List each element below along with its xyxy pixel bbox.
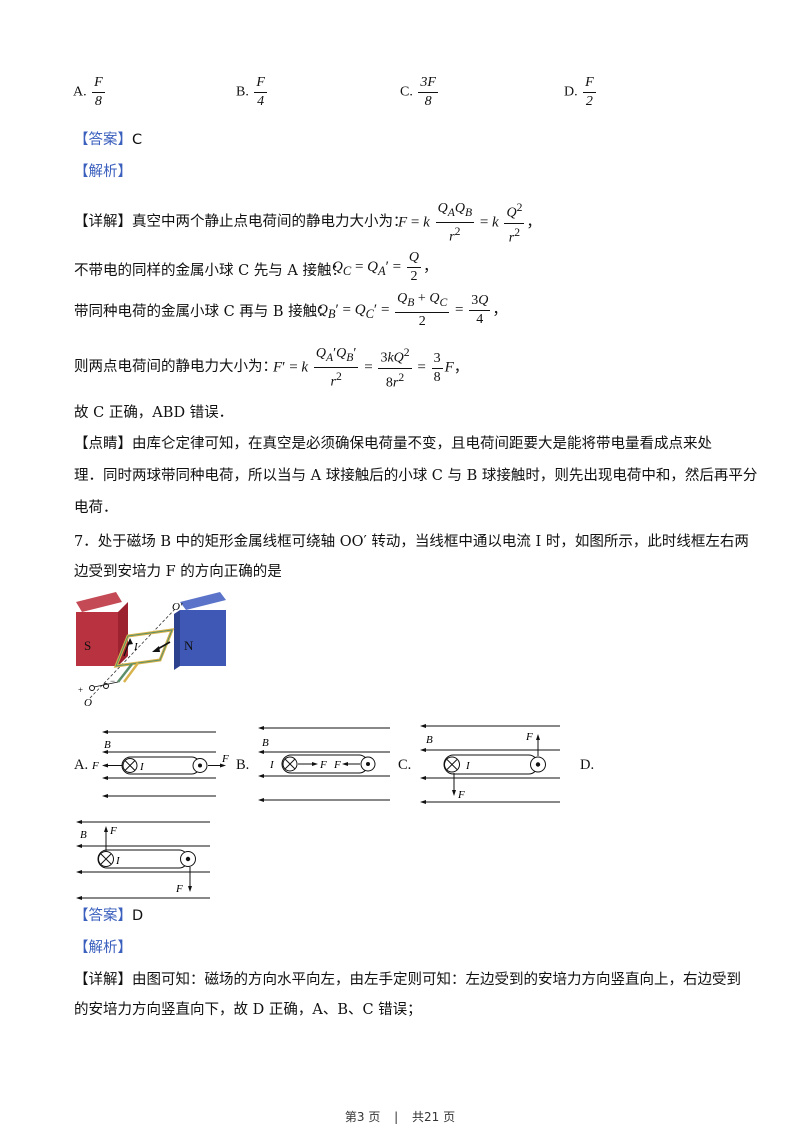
choice-c-label: C. — [398, 757, 412, 773]
magnet-n-top — [180, 592, 226, 610]
option-letter: D. — [564, 84, 578, 100]
field-label: B — [262, 737, 269, 749]
answer-label: 【答案】 — [74, 908, 132, 924]
magnet-s — [76, 612, 118, 666]
choice-a-label: A. — [74, 757, 89, 773]
minus-terminal: − — [110, 676, 115, 686]
choice-b-diagram: B I F F — [258, 726, 390, 802]
current-label: I — [115, 855, 121, 867]
detail-label: 【详解】 — [74, 972, 132, 988]
option-letter: C. — [400, 84, 413, 100]
detail-label: 【详解】 — [74, 214, 132, 230]
answer-value: C — [132, 132, 143, 148]
q6-comment-line3: 电荷． — [74, 500, 118, 516]
option-letter: A. — [73, 84, 87, 100]
force-label: F — [221, 753, 229, 765]
q7-detail-line2: 的安培力方向竖直向下，故 D 正确，A、B、C 错误； — [74, 1002, 422, 1018]
current-label: I — [139, 761, 145, 773]
answer-value: D — [132, 908, 144, 924]
plus-terminal: + — [78, 685, 83, 695]
q6-analysis-label: 【解析】 — [74, 164, 132, 180]
force-label: F — [319, 759, 327, 771]
force-label: F — [333, 759, 341, 771]
choice-b-label: B. — [236, 757, 250, 773]
q7-stem-line1: 7．处于磁场 B 中的矩形金属线框可绕轴 OO′ 转动，当线框中通以电流 I 时… — [74, 534, 749, 550]
comment-label: 【点睛】 — [74, 436, 132, 452]
current-label: I — [465, 760, 471, 772]
detail-text: 由图可知：磁场的方向水平向左，由左手定则可知：左边受到的安培力方向竖直向上，右边… — [132, 972, 741, 988]
magnet-s-label: S — [84, 638, 91, 653]
page-footer: 第3 页 | 共21 页 — [0, 1108, 800, 1125]
detail-text: 真空中两个静止点电荷间的静电力大小为： — [132, 214, 408, 230]
q7-analysis-label: 【解析】 — [74, 940, 132, 956]
force-label: F — [91, 760, 99, 772]
q7-answer: 【答案】D — [74, 906, 143, 926]
q6-answer: 【答案】C — [74, 130, 142, 150]
answer-label: 【答案】 — [74, 132, 132, 148]
force-label: F — [109, 825, 117, 837]
force-label: F — [457, 789, 465, 801]
force-label: F — [175, 883, 183, 895]
q6-detail-line: 【详解】真空中两个静止点电荷间的静电力大小为： — [74, 212, 408, 232]
current-label: I — [133, 641, 139, 653]
comment-text: 由库仑定律可知，在真空是必须确保电荷量不变，且电荷间距要大是能将带电量看成点来处 — [132, 436, 712, 452]
choice-d-diagram: B I F F — [76, 820, 210, 900]
q6-comment-line2: 理．同时两球带同种电荷，所以当与 A 球接触后的小球 C 与 B 球接触时，则先… — [74, 468, 758, 484]
q6-comment-line1: 【点睛】由库仑定律可知，在真空是必须确保电荷量不变，且电荷间距要大是能将带电量看… — [74, 434, 712, 454]
q6-line4: 则两点电荷间的静电力大小为： — [74, 359, 277, 375]
footer-separator: | — [394, 1110, 399, 1124]
axis-label-o: O — [84, 697, 92, 708]
force-label: F — [525, 731, 533, 743]
page-number: 第3 页 — [344, 1110, 381, 1124]
page-total: 共21 页 — [412, 1110, 456, 1124]
field-label: B — [426, 734, 433, 746]
magnet-n-label: N — [184, 638, 194, 653]
choice-c-diagram: B I F F — [420, 724, 560, 804]
magnet-n — [180, 610, 226, 666]
option-letter: B. — [236, 84, 249, 100]
axis-oo — [89, 607, 177, 699]
q6-conclusion: 故 C 正确，ABD 错误． — [74, 405, 234, 421]
current-label: I — [269, 759, 275, 771]
axis-label-o-prime: O′ — [172, 601, 183, 613]
q7-stem-line2: 边受到安培力 F 的方向正确的是 — [74, 564, 282, 580]
motor-figure: S N O′ O I + − — [76, 592, 226, 708]
q6-line3: 带同种电荷的金属小球 C 再与 B 接触： — [74, 304, 332, 320]
q7-detail-line1: 【详解】由图可知：磁场的方向水平向左，由左手定则可知：左边受到的安培力方向竖直向… — [74, 970, 741, 990]
field-label: B — [104, 739, 111, 751]
magnet-s-top — [76, 592, 122, 612]
choice-d-label: D. — [580, 757, 595, 773]
choice-a-diagram: B I F F — [91, 730, 229, 798]
field-label: B — [80, 829, 87, 841]
q6-line2: 不带电的同样的金属小球 C 先与 A 接触： — [74, 263, 347, 279]
